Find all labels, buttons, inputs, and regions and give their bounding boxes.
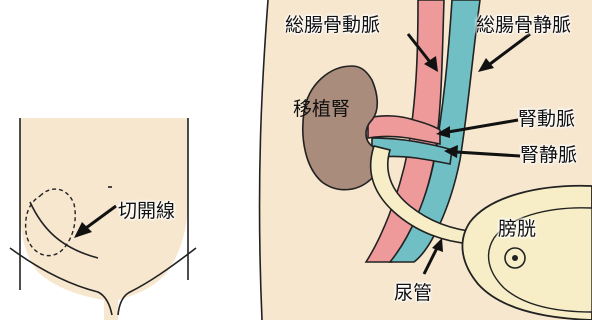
transplanted-kidney-label: 移植腎 <box>293 100 350 119</box>
renal-vein-label: 腎静脈 <box>520 146 577 165</box>
incision-label: 切開線 <box>118 202 175 221</box>
common-iliac-artery-label: 総腸骨動脈 <box>285 16 380 35</box>
bladder-label: 膀胱 <box>498 220 536 239</box>
bladder-opening-dot <box>512 255 518 261</box>
ureter-label: 尿管 <box>394 284 432 303</box>
common-iliac-vein-label: 総腸骨静脈 <box>476 16 571 35</box>
renal-artery-label: 腎動脈 <box>518 110 575 129</box>
